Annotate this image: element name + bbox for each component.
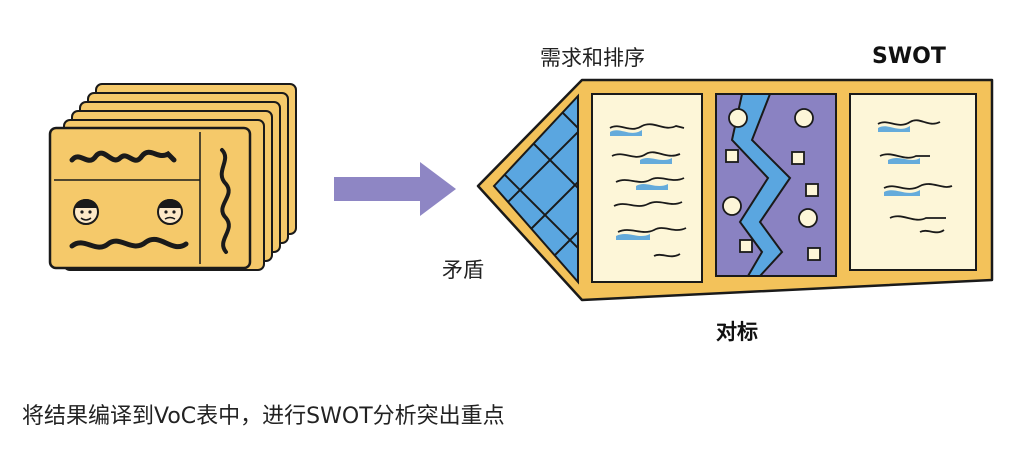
voc-card-stack: [48, 83, 297, 271]
face-icon-left: [73, 199, 99, 225]
conflict-label: 矛盾: [442, 258, 484, 282]
benchmark-panel: [715, 93, 837, 277]
swot-label: SWOT: [872, 44, 946, 69]
process-arrow: [334, 162, 456, 216]
demand-ranking-panel: [591, 93, 703, 283]
front-card: [48, 126, 252, 270]
face-icon-right: [157, 199, 183, 225]
benchmark-label: 对标: [716, 320, 758, 344]
diagram-caption: 将结果编译到VoC表中，进行SWOT分析突出重点: [22, 404, 505, 429]
demand-ranking-label: 需求和排序: [540, 46, 645, 70]
swot-panel: [849, 93, 977, 271]
voc-board: [476, 78, 994, 302]
